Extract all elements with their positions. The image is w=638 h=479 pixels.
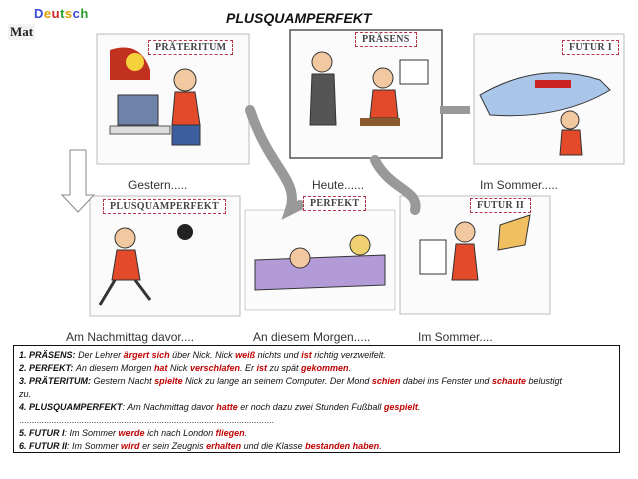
- verb-form: wird: [121, 441, 140, 451]
- example-line: 3. PRÄTERITUM: Gestern Nacht spielte Nic…: [19, 376, 562, 386]
- sentence-text: dabei ins Fenster und: [400, 376, 492, 386]
- verb-form: ärgert sich: [123, 350, 170, 360]
- verb-form: schien: [371, 376, 401, 386]
- verb-form: gespielt: [383, 402, 418, 412]
- verb-form: bestanden haben: [305, 441, 380, 451]
- verb-form: hat: [153, 363, 168, 373]
- example-text: An diesem Morgen hat Nick verschlafen. E…: [76, 363, 351, 373]
- verb-form: werde: [118, 428, 145, 438]
- sentence-text: .: [379, 441, 382, 451]
- sentence-text: Der Lehrer: [78, 350, 124, 360]
- sentence-text: zu spät: [267, 363, 302, 373]
- sentence-text: .: [244, 428, 248, 438]
- tense-illustration: [60, 29, 625, 317]
- curved-arrow-icon: [245, 105, 305, 220]
- verb-form: weiß: [235, 350, 256, 360]
- sentence-text: er noch dazu zwei Stunden Fußball: [237, 402, 384, 412]
- label-perfekt: PERFEKT: [303, 196, 367, 211]
- badge-letter: u: [51, 6, 61, 21]
- football-icon: [177, 224, 193, 240]
- paper-icon: [399, 59, 429, 85]
- verb-form: ist: [256, 363, 267, 373]
- subject-badge: Deutsch Mat: [0, 0, 128, 40]
- sentence-text: nichts und: [255, 350, 302, 360]
- example-text: Der Lehrer ärgert sich über Nick. Nick w…: [78, 350, 386, 360]
- badge-letter: D: [34, 6, 44, 21]
- sentence-text: Gestern Nacht: [93, 376, 155, 386]
- label-praesens: PRÄSENS: [355, 32, 417, 47]
- verb-form: gekommen: [301, 363, 349, 373]
- sentence-text: : Im Sommer: [67, 441, 122, 451]
- traveller-icon: [559, 129, 583, 156]
- verb-form: verschlafen: [189, 363, 240, 373]
- student-icon: [369, 89, 399, 119]
- sentence-text: . Er: [239, 363, 257, 373]
- airplane-icon: [479, 72, 611, 117]
- example-line: 4. PLUSQUAMPERFEKT: Am Nachmittag davor …: [19, 402, 421, 412]
- calendar-icon: [497, 214, 531, 251]
- example-text: : Im Sommer werde ich nach London fliege…: [65, 428, 248, 438]
- example-line: 5. FUTUR I: Im Sommer werde ich nach Lon…: [19, 428, 248, 438]
- example-line: 1. PRÄSENS: Der Lehrer ärgert sich über …: [19, 350, 386, 360]
- caption-praeteritum: Gestern.....: [128, 178, 188, 192]
- moon-icon: [126, 53, 144, 71]
- caption-futur1: Im Sommer.....: [480, 178, 559, 192]
- sentence-text: Nick zu lange an seinem Computer. Der Mo…: [182, 376, 372, 386]
- label-plusquamperfekt: PLUSQUAMPERFEKT: [103, 199, 226, 214]
- student-icon: [451, 243, 479, 281]
- example-line-wrap: zu.: [19, 389, 32, 399]
- example-text: Gestern Nacht spielte Nick zu lange an s…: [94, 376, 562, 386]
- sentence-text: über Nick. Nick: [169, 350, 236, 360]
- badge-letter: t: [60, 6, 65, 21]
- verb-form: fliegen: [215, 428, 245, 438]
- caption-futur2: Im Sommer....: [418, 330, 493, 344]
- verb-form: hatte: [216, 402, 238, 412]
- example-line: 6. FUTUR II: Im Sommer wird er sein Zeug…: [19, 441, 382, 451]
- sentence-text: .: [417, 402, 421, 412]
- computer-icon: [117, 94, 159, 126]
- example-sentences: 1. PRÄSENS: Der Lehrer ärgert sich über …: [13, 345, 620, 453]
- badge-letter: c: [72, 6, 81, 21]
- sentence-text: ich nach London: [144, 428, 216, 438]
- caption-praesens: Heute......: [312, 178, 365, 192]
- curved-arrow-icon: [370, 155, 421, 215]
- certificate-icon: [419, 239, 447, 275]
- sentence-text: : Im Sommer: [64, 428, 119, 438]
- badge-word: Deutsch: [34, 6, 89, 21]
- clock-icon: [349, 234, 371, 256]
- example-text: : Am Nachmittag davor hatte er noch dazu…: [123, 402, 421, 412]
- badge-letter: s: [64, 6, 73, 21]
- arrow-down-icon: [60, 149, 96, 213]
- verb-form: schaute: [491, 376, 526, 386]
- verb-form: ist: [301, 350, 312, 360]
- example-text: : Im Sommer wird er sein Zeugnis erhalte…: [67, 441, 382, 451]
- caption-plusquamperfekt: Am Nachmittag davor....: [66, 330, 195, 344]
- verb-form: spielte: [154, 376, 183, 386]
- sentence-text: belustigt: [525, 376, 562, 386]
- sentence-text: er sein Zeugnis: [139, 441, 207, 451]
- sentence-text: : Am Nachmittag davor: [122, 402, 217, 412]
- sentence-text: .: [348, 363, 352, 373]
- label-praeteritum: PRÄTERITUM: [148, 40, 234, 55]
- bed-icon: [254, 254, 386, 291]
- verb-form: erhalten: [206, 441, 242, 451]
- separator: ........................................…: [19, 415, 275, 425]
- example-line: 2. PERFEKT: An diesem Morgen hat Nick ve…: [19, 363, 352, 373]
- sentence-text: Nick: [167, 363, 190, 373]
- badge-letter: h: [80, 6, 89, 21]
- sentence-text: An diesem Morgen: [75, 363, 154, 373]
- label-futur1: FUTUR I: [562, 40, 619, 55]
- badge-letter: e: [43, 6, 52, 21]
- figure-icon: [171, 91, 201, 126]
- player-icon: [111, 249, 141, 281]
- sentence-text: richtig verzweifelt.: [311, 350, 386, 360]
- label-futur2: FUTUR II: [470, 198, 532, 213]
- caption-perfekt: An diesem Morgen.....: [253, 330, 371, 344]
- badge-subtitle: Mat: [8, 24, 36, 40]
- page-title: PLUSQUAMPERFEKT: [226, 10, 372, 26]
- teacher-icon: [309, 73, 337, 126]
- panel-frame-plusquamperfekt: [89, 195, 241, 317]
- sentence-text: und die Klasse: [241, 441, 306, 451]
